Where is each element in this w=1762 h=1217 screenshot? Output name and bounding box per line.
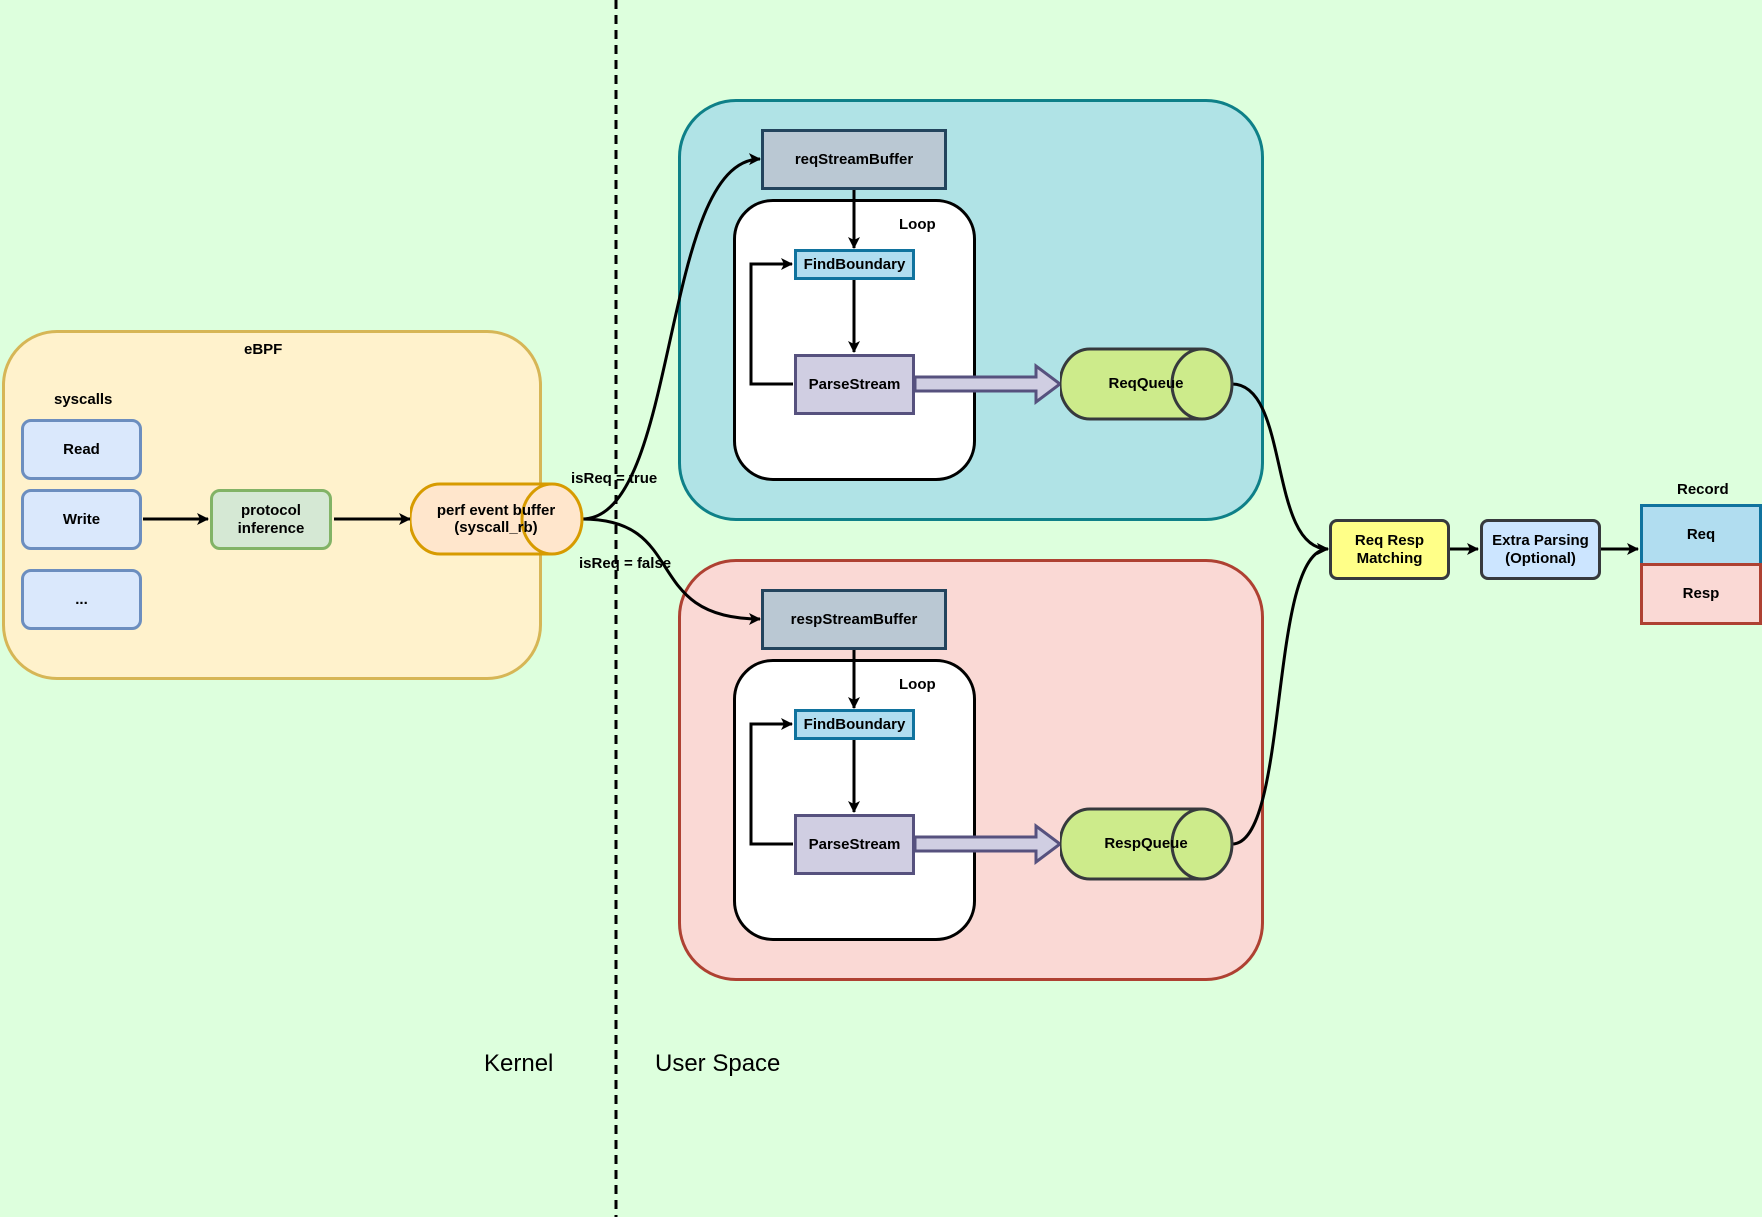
req-queue: ReqQueue (1108, 375, 1184, 393)
req-resp-matching: Req Resp Matching (1329, 519, 1450, 580)
kernel-label: Kernel (484, 1050, 554, 1077)
resp-stream-buffer: respStreamBuffer (761, 589, 947, 650)
edge-perf-to-resp (581, 517, 761, 625)
perf-event-buffer: perf event buffer (syscall_rb) (428, 496, 564, 542)
req-queue-shape (1060, 347, 1234, 421)
perf-event-buffer-shape (410, 482, 584, 556)
edge-resp-parse-to-queue (913, 823, 1063, 865)
extra-parsing: Extra Parsing (Optional) (1480, 519, 1601, 580)
ebpf-title: eBPF (244, 341, 283, 358)
req-stream-buffer: reqStreamBuffer (761, 129, 947, 190)
resp-queue-shape (1060, 807, 1234, 881)
syscall-more: ... (21, 569, 142, 630)
syscall-write: Write (21, 489, 142, 550)
record-resp: Resp (1640, 563, 1762, 625)
req-loop-label: Loop (899, 216, 936, 233)
resp-queue: RespQueue (1104, 835, 1188, 853)
syscall-read: Read (21, 419, 142, 480)
user-space-label: User Space (655, 1050, 781, 1077)
perf-buffer-line2: (syscall_rb) (454, 519, 538, 536)
edge-reqqueue-to-matching (1231, 382, 1329, 555)
matching-line1: Req Resp (1354, 532, 1425, 550)
protocol-inference: protocol inference (210, 489, 332, 550)
perf-buffer-line1: perf event buffer (436, 501, 556, 519)
resp-loop-label: Loop (899, 676, 936, 693)
edge-label-isreq-false: isReq = false (579, 555, 672, 572)
record-req: Req (1640, 504, 1762, 566)
req-parse-stream: ParseStream (794, 354, 915, 415)
extra-parsing-line1: Extra Parsing (1492, 532, 1589, 550)
record-title: Record (1677, 481, 1729, 498)
resp-find-boundary: FindBoundary (794, 709, 915, 740)
resp-parse-stream: ParseStream (794, 814, 915, 875)
syscalls-label: syscalls (54, 391, 113, 408)
matching-line2: Matching (1356, 549, 1423, 567)
edge-perf-to-req (581, 153, 761, 521)
edge-label-isreq-true: isReq = true (571, 470, 658, 487)
edge-req-parse-to-queue (913, 363, 1063, 405)
extra-parsing-line2: (Optional) (1505, 549, 1576, 567)
req-find-boundary: FindBoundary (794, 249, 915, 280)
edge-respqueue-to-matching (1231, 543, 1329, 846)
